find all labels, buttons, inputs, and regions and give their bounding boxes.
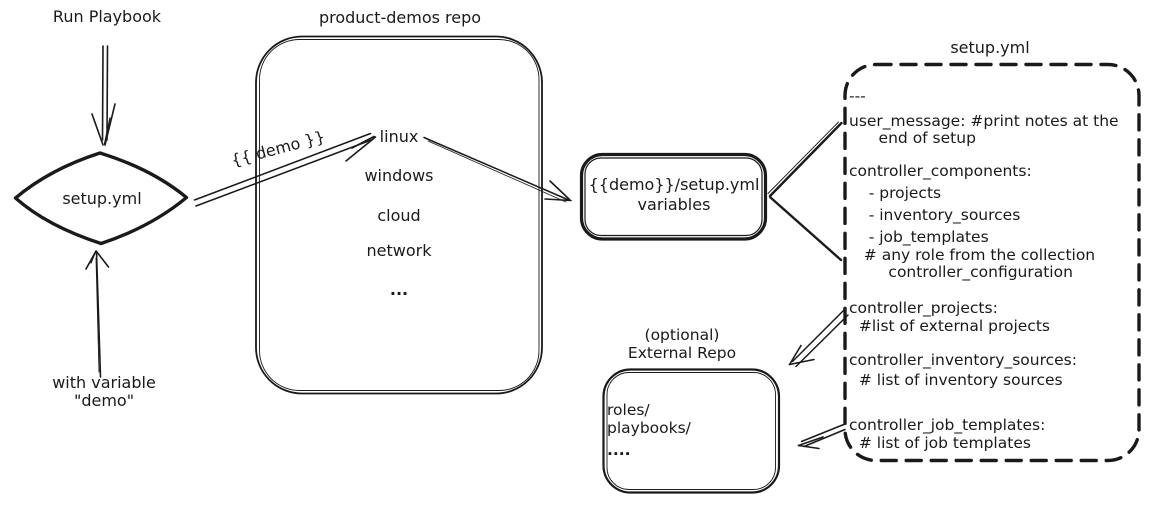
- repo-item-ellipsis: ...: [389, 280, 409, 299]
- yaml-line: #list of external projects: [849, 317, 1050, 335]
- run-playbook-arrow: [91, 45, 116, 146]
- yaml-line: # any role from the collection: [849, 246, 1096, 264]
- yaml-line: end of setup: [849, 129, 976, 147]
- repo-item-linux: linux: [379, 127, 419, 146]
- with-variable-label-line2: "demo": [73, 391, 135, 410]
- diamond-label: setup.yml: [62, 189, 142, 208]
- yaml-line: controller_components:: [849, 162, 1032, 180]
- repo-title: product-demos repo: [318, 8, 482, 27]
- external-repo-item-ellipsis: ....: [607, 441, 631, 459]
- setup-yml-diamond: [13, 151, 189, 246]
- variables-box-line2: variables: [637, 195, 711, 214]
- yaml-line: controller_projects:: [849, 299, 998, 317]
- external-repo-box-outline: [602, 368, 781, 494]
- linux-to-variables-arrow: [423, 136, 572, 203]
- setup-to-external-arrow-upper: [788, 308, 849, 368]
- yaml-line: controller_inventory_sources:: [849, 351, 1077, 369]
- external-repo-label-title: External Repo: [627, 344, 737, 362]
- setup-yml-dashed-box: [843, 62, 1141, 463]
- variables-box-line1: {{demo}}/setup.yml: [588, 175, 760, 194]
- repo-item-windows: windows: [364, 166, 434, 185]
- external-repo-item-playbooks: playbooks/: [607, 419, 691, 437]
- setup-yml-title: setup.yml: [950, 38, 1030, 57]
- external-repo-label-optional: (optional): [644, 326, 720, 344]
- yaml-line: # list of job templates: [849, 434, 1031, 452]
- external-repo-item-roles: roles/: [607, 401, 650, 419]
- yaml-line: - inventory_sources: [849, 206, 1021, 224]
- yaml-line: - job_templates: [849, 228, 989, 246]
- yaml-line: ---: [849, 87, 866, 105]
- setup-to-external-arrow-lower: [797, 423, 846, 450]
- repo-item-cloud: cloud: [377, 206, 421, 225]
- yaml-line: controller_job_templates:: [849, 416, 1046, 434]
- demo-arrow: [193, 132, 377, 207]
- yaml-line: - projects: [849, 184, 942, 202]
- with-variable-label-line1: with variable: [52, 373, 156, 392]
- product-demos-repo-box: [255, 35, 543, 395]
- yaml-line: # list of inventory sources: [849, 371, 1063, 389]
- repo-item-network: network: [366, 241, 432, 260]
- with-variable-arrow: [85, 250, 110, 378]
- yaml-line: controller_configuration: [849, 263, 1073, 281]
- variables-box-outline: [579, 152, 768, 241]
- yaml-line: user_message: #print notes at the: [849, 112, 1119, 130]
- variables-to-setup-lines: [767, 121, 843, 262]
- run-playbook-label: Run Playbook: [52, 7, 162, 26]
